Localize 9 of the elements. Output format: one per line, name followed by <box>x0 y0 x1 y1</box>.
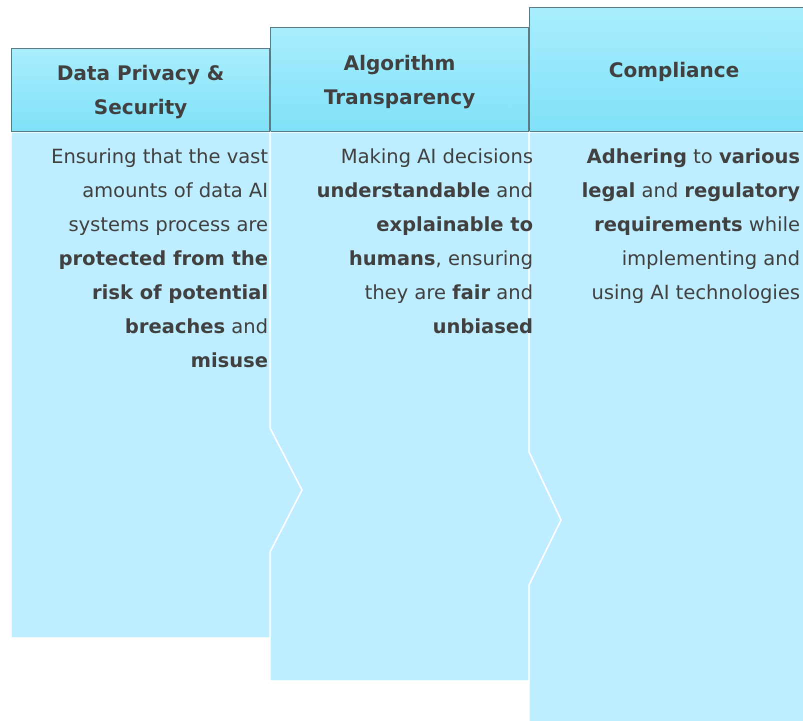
description-text: Making AI decisions understandable and explainable to humans, ensuring they are fair and unbiased <box>316 144 533 340</box>
description-text: Adhering to various legal and regulatory requirements while implementing and using AI technologies <box>580 144 800 306</box>
header-box <box>529 7 803 132</box>
description-text: Ensuring that the vast amounts of data AI systems process are protected from the risk of potential breaches and misuse <box>51 144 268 374</box>
header-box <box>11 48 270 132</box>
column-heading: Algorithm Transparency <box>322 50 476 110</box>
column-heading: Compliance <box>608 56 740 84</box>
column-heading: Data Privacy & Security <box>56 60 226 121</box>
header-box <box>270 27 529 132</box>
